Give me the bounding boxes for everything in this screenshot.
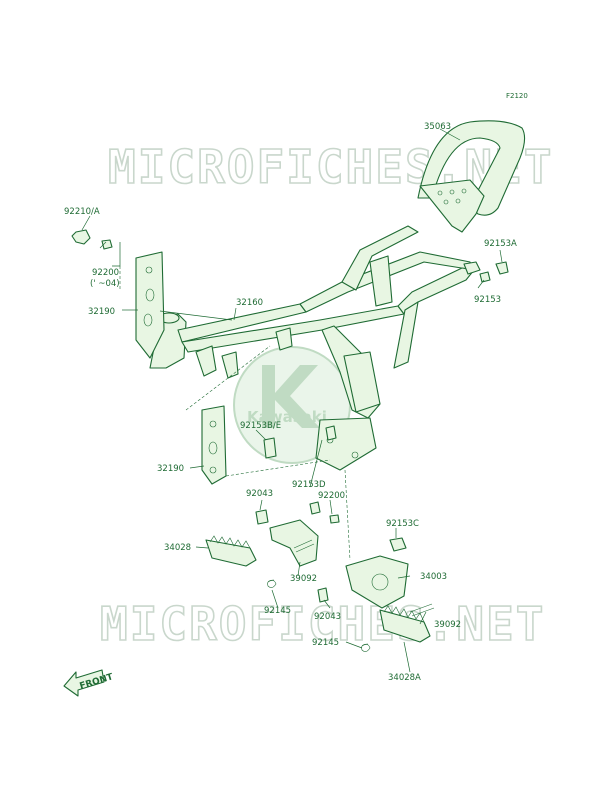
rear-carrier: [417, 120, 526, 233]
watermark-bottom: MICROFICHES.NET: [100, 597, 545, 651]
footpeg-assembly: [205, 519, 435, 652]
label-92200-upper: 92200: [92, 268, 119, 278]
main-frame: [149, 225, 481, 471]
front-mount-plate-upper: [135, 251, 165, 359]
label-92153BE: 92153B/E: [240, 421, 281, 431]
fasteners: [71, 229, 509, 603]
watermark-top: MICROFICHES.NET: [108, 140, 553, 194]
front-arrow-icon: FRONT: [63, 669, 115, 697]
label-92200-upper-note: (' ~04): [90, 279, 120, 289]
label-92145-left: 92145: [264, 606, 291, 616]
label-34003: 34003: [420, 572, 447, 582]
label-39092-left: 39092: [290, 574, 317, 584]
label-92210A: 92210/A: [64, 207, 100, 217]
label-32190-upper: 32190: [88, 307, 115, 317]
label-92153: 92153: [474, 295, 501, 305]
label-34028A: 34028A: [388, 673, 421, 683]
label-92043-lower: 92043: [314, 612, 341, 622]
label-92153A: 92153A: [484, 239, 517, 249]
figure-code: F2120: [506, 92, 528, 100]
part-labels: 35063 92210/A 92200 (' ~04) 92153A 92153…: [64, 122, 517, 683]
front-mount-plate-lower: [201, 405, 227, 485]
label-32160: 32160: [236, 298, 263, 308]
label-92153D: 92153D: [292, 480, 326, 490]
label-92043-upper: 92043: [246, 489, 273, 499]
label-39092-right: 39092: [434, 620, 461, 630]
label-92145-right: 92145: [312, 638, 339, 648]
label-32190-lower: 32190: [157, 464, 184, 474]
label-35063: 35063: [424, 122, 451, 132]
label-34028: 34028: [164, 543, 191, 553]
label-92153C: 92153C: [386, 519, 419, 529]
logo-text: Kawasaki: [247, 408, 327, 426]
label-92200-lower: 92200: [318, 491, 345, 501]
leader-lines: [81, 128, 503, 673]
